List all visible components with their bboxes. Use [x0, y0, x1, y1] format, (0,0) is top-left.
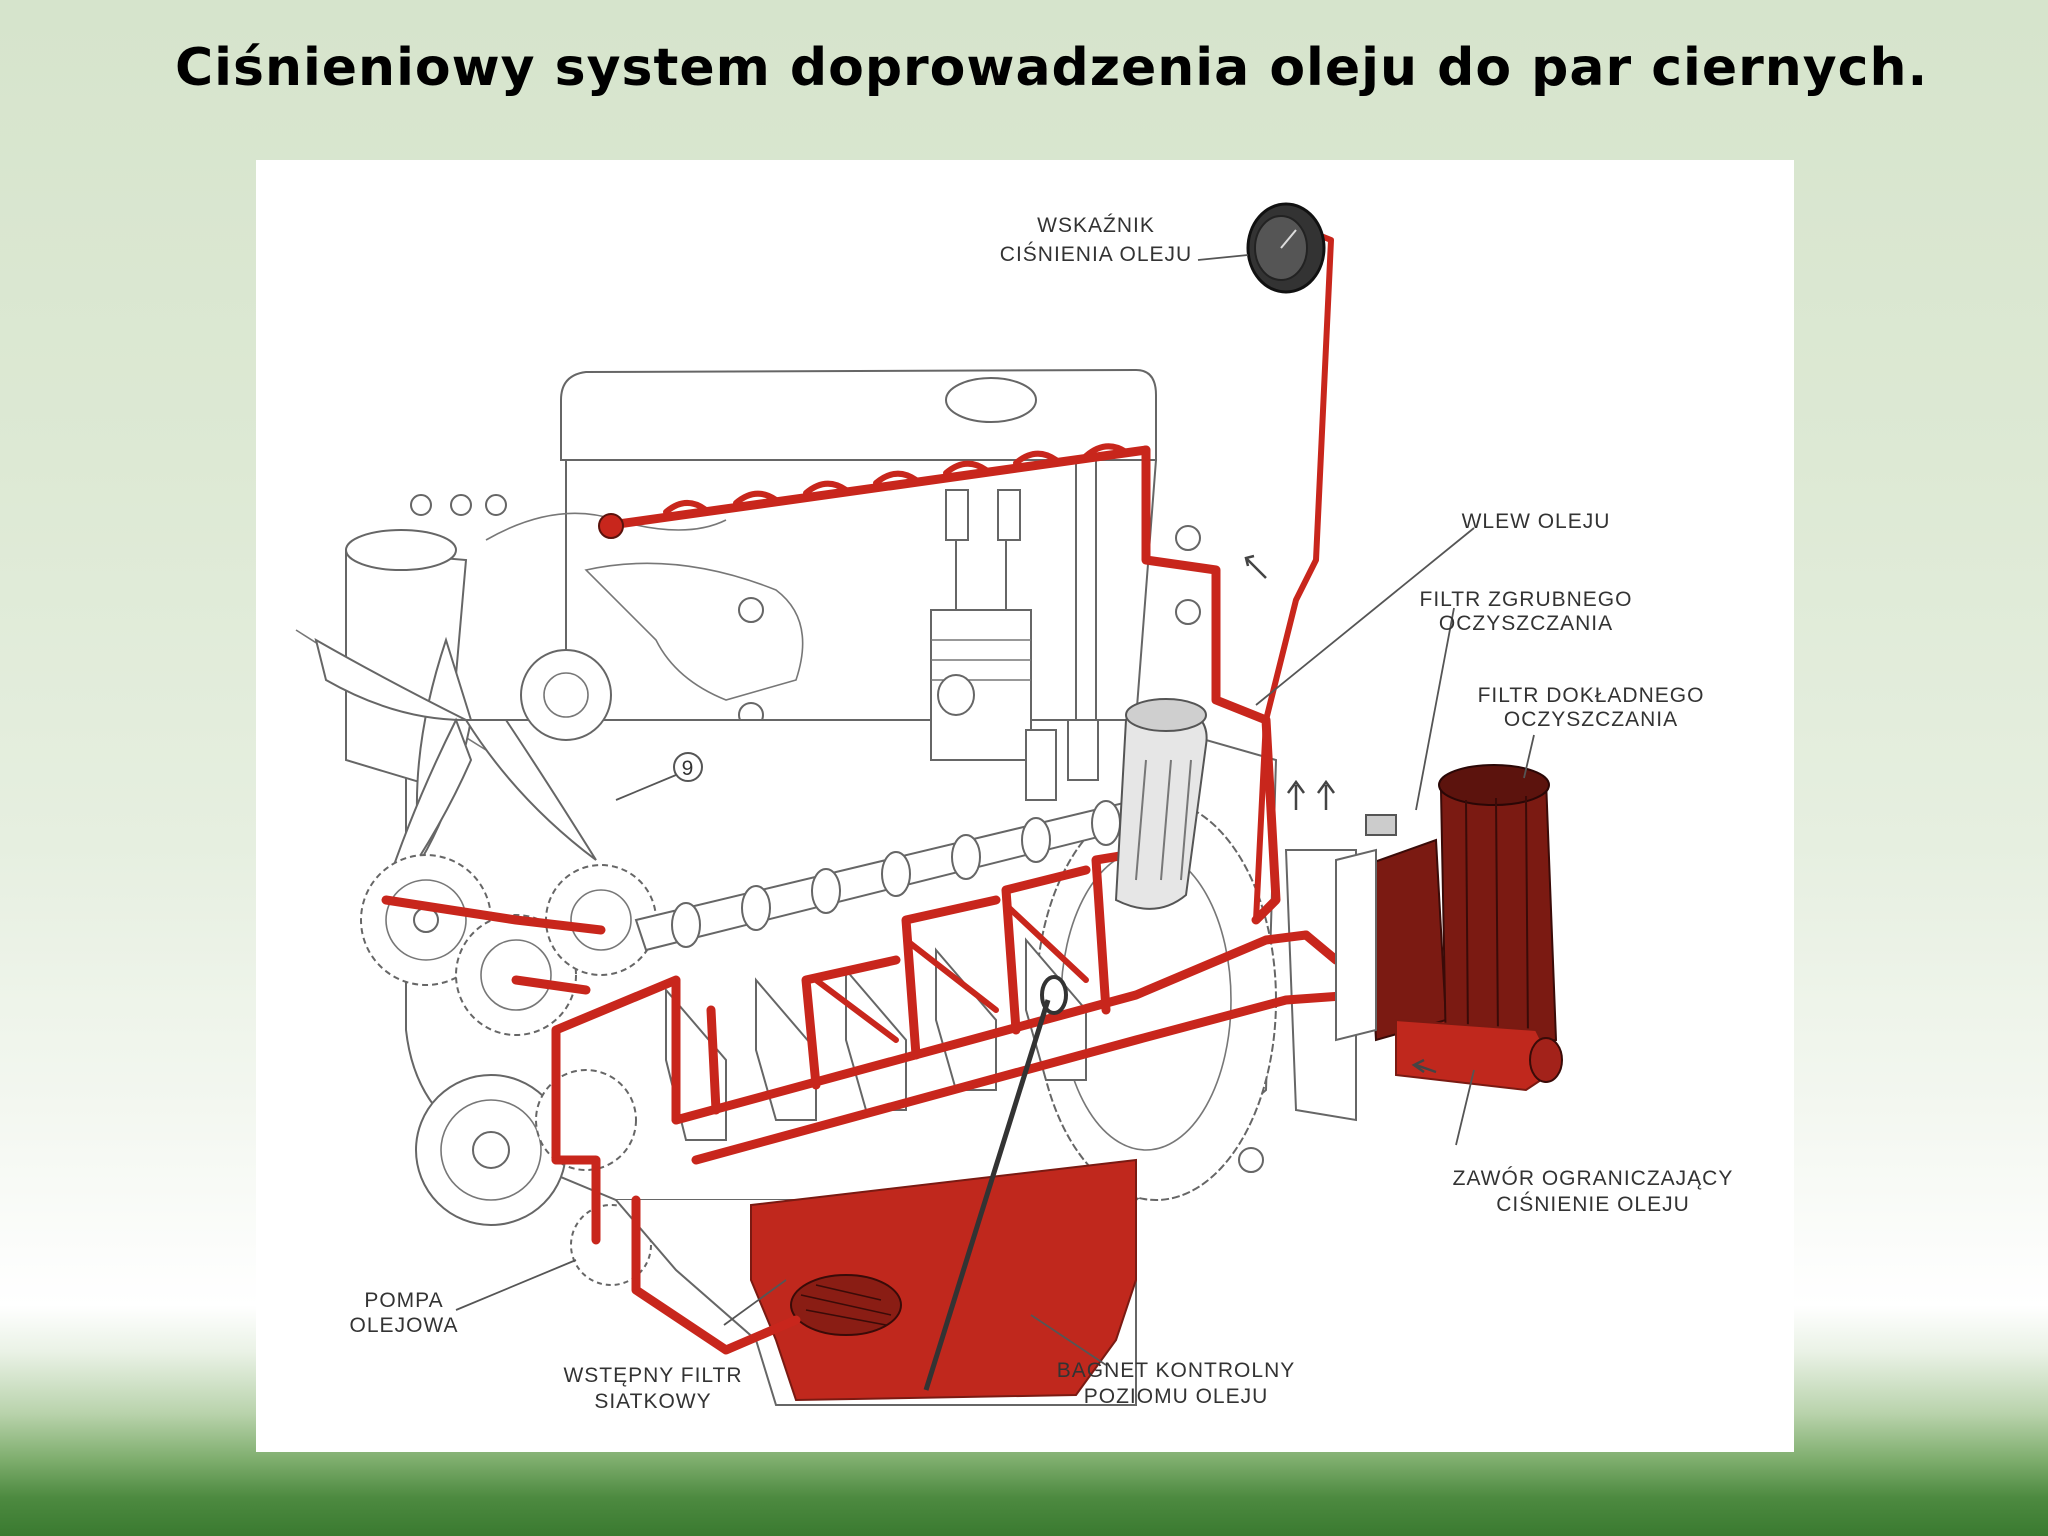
engine-illustration: 9 WSKAŹNIK CIŚNIENIA OLEJU WLEW OLEJU FI… [295, 202, 1734, 1413]
label-pressure-gauge: WSKAŹNIK CIŚNIENIA OLEJU [1000, 214, 1192, 266]
slide-title: Ciśnieniowy system doprowadzenia oleju d… [175, 38, 1929, 98]
camshaft [634, 798, 1148, 952]
label-fine-filter: FILTR DOKŁADNEGO OCZYSZCZANIA [1478, 684, 1705, 731]
label-pressure-gauge-line-2: CIŚNIENIA OLEJU [1000, 242, 1192, 266]
label-coarse-filter-line-1: FILTR ZGRUBNEGO [1420, 588, 1633, 611]
label-relief-valve-line-2: CIŚNIENIE OLEJU [1496, 1192, 1690, 1216]
label-coarse-filter-line-2: OCZYSZCZANIA [1439, 612, 1613, 635]
pressure-gauge [1246, 202, 1326, 294]
label-dipstick-line-1: BAGNET KONTROLNY [1057, 1359, 1296, 1382]
label-oil-filler: WLEW OLEJU [1462, 510, 1611, 533]
label-dipstick-line-2: POZIOMU OLEJU [1084, 1385, 1269, 1408]
label-strainer-line-1: WSTĘPNY FILTR [563, 1364, 742, 1387]
fine-filter-housing [1438, 764, 1558, 1057]
pressure-relief-valve [1395, 1018, 1563, 1092]
label-oil-pump-line-1: POMPA [364, 1289, 443, 1312]
label-fine-filter-line-1: FILTR DOKŁADNEGO [1478, 684, 1705, 707]
label-oil-pump-line-2: OLEJOWA [350, 1314, 459, 1337]
oil-strainer [790, 1274, 902, 1336]
label-oil-pump: POMPA OLEJOWA [350, 1289, 459, 1337]
leader-lines [455, 254, 1535, 1366]
label-dipstick: BAGNET KONTROLNY POZIOMU OLEJU [1057, 1359, 1296, 1408]
label-fine-filter-line-2: OCZYSZCZANIA [1504, 708, 1678, 731]
label-strainer-line-2: SIATKOWY [594, 1390, 711, 1413]
label-relief-valve-line-1: ZAWÓR OGRANICZAJĄCY [1453, 1167, 1734, 1190]
callout-9-marker [673, 752, 703, 782]
flow-arrows [1244, 554, 1437, 1074]
timing-gears [360, 854, 657, 1286]
engine-lubrication-diagram: 9 WSKAŹNIK CIŚNIENIA OLEJU WLEW OLEJU FI… [256, 160, 1794, 1452]
label-relief-valve: ZAWÓR OGRANICZAJĄCY CIŚNIENIE OLEJU [1453, 1167, 1734, 1216]
engine-outline [295, 368, 1357, 1406]
label-coarse-filter: FILTR ZGRUBNEGO OCZYSZCZANIA [1420, 588, 1633, 635]
oil-filler-neck [1114, 698, 1208, 910]
coarse-filter-housing [1335, 814, 1448, 1042]
callout-9-text: 9 [682, 757, 695, 780]
dipstick [923, 975, 1068, 1391]
label-strainer: WSTĘPNY FILTR SIATKOWY [563, 1364, 742, 1413]
crankshaft [665, 937, 1087, 1141]
label-pressure-gauge-line-1: WSKAŹNIK [1037, 214, 1155, 237]
